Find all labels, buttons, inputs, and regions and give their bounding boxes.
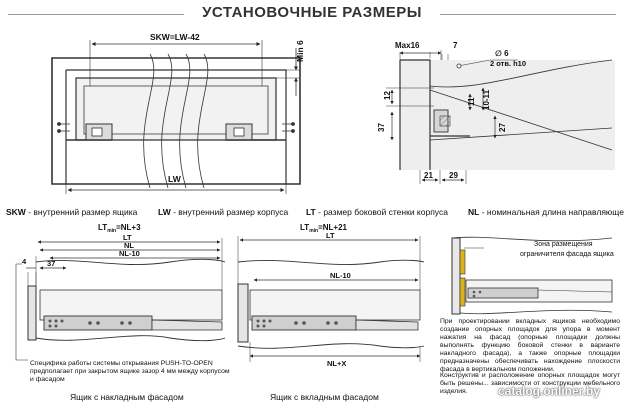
overlay-front	[27, 285, 37, 341]
screws-right	[282, 122, 295, 133]
figure-overlay-side-view	[15, 238, 226, 361]
title-rule-left	[8, 14, 184, 15]
zone-label-2: ограничителя фасада ящика	[520, 251, 614, 258]
screws-left	[57, 122, 70, 133]
zone-label-1: Зона размещения	[534, 241, 593, 248]
page-title: УСТАНОВОЧНЫЕ РАЗМЕРЫ	[202, 4, 422, 21]
figure-detail-section	[386, 50, 615, 184]
runner-left	[66, 123, 113, 141]
limiter-zone-lower	[459, 277, 466, 307]
dim-nlx-inset: NL+X	[327, 359, 346, 368]
push-to-open-note: Спецификa работы системы открывания PUSH…	[30, 360, 230, 383]
dim-27: 27	[498, 123, 507, 132]
legend-lt: LT - размер боковой стенки корпуса	[306, 207, 448, 217]
dim-29: 29	[449, 171, 458, 180]
dim-10-11: 10-11	[482, 89, 491, 110]
support-note-1: При проектировании вкладных ящиков необх…	[440, 318, 620, 373]
dim-12: 12	[383, 91, 392, 100]
legend-skw: SKW - внутренний размер ящика	[6, 207, 138, 217]
dim-max16: Max16	[395, 41, 420, 50]
dim-nl10-overlay: NL-10	[119, 249, 140, 258]
watermark: catalog.onliner.by	[498, 384, 601, 398]
formula-lt-min-overlay: LTmin=NL+3	[98, 223, 141, 234]
support-note-2: Конструктив и расположение опорных площа…	[440, 372, 620, 395]
inset-front	[237, 283, 249, 343]
dim-37: 37	[377, 123, 386, 132]
cabinet-outline	[51, 57, 301, 185]
break-line-right-2	[197, 53, 209, 189]
dim-min6: Min 6	[295, 40, 305, 62]
title-rule-right	[440, 14, 616, 15]
dim-skw: SKW=LW-42	[150, 32, 200, 42]
drawer-inner	[83, 85, 269, 135]
dim-21: 21	[424, 171, 433, 180]
caption-inset-front: Ящик с вкладным фасадом	[270, 392, 379, 402]
break-line-right	[179, 53, 191, 189]
break-line-left	[143, 53, 155, 189]
dim-lw: LW	[168, 174, 182, 184]
legend-lw: LW - внутренний размер корпуса	[158, 207, 289, 217]
limiter-zone-upper	[459, 249, 466, 275]
side-panel	[399, 59, 431, 170]
runner-right	[225, 123, 286, 141]
dim-4-overlay: 4	[22, 257, 27, 266]
caption-overlay-front: Ящик с накладным фасадом	[70, 392, 184, 402]
dim-lt-overlay: LT	[123, 233, 132, 242]
dim-37-overlay: 37	[47, 259, 55, 268]
drawer-side-panel	[39, 289, 223, 321]
dim-lt-inset: LT	[326, 231, 335, 240]
dim-nl10-inset: NL-10	[330, 271, 351, 280]
formula-lt-min-inset: LTmin=NL+21	[300, 223, 348, 234]
dim-nl-overlay: NL	[124, 241, 134, 250]
dim-holes: 2 отв. h10	[490, 59, 526, 68]
legend-nl: NL - номинальная длина направляющей	[468, 207, 624, 217]
figure-inset-side-view	[237, 236, 425, 362]
dim-diam6: ∅ 6	[495, 49, 509, 58]
break-line-left-2	[161, 53, 173, 189]
drawer-side-panel-inset	[249, 289, 421, 321]
dim-11: 11	[467, 97, 476, 106]
dim-7: 7	[453, 41, 458, 50]
figure-front-section	[51, 40, 301, 194]
figure-support-zone	[451, 236, 613, 315]
